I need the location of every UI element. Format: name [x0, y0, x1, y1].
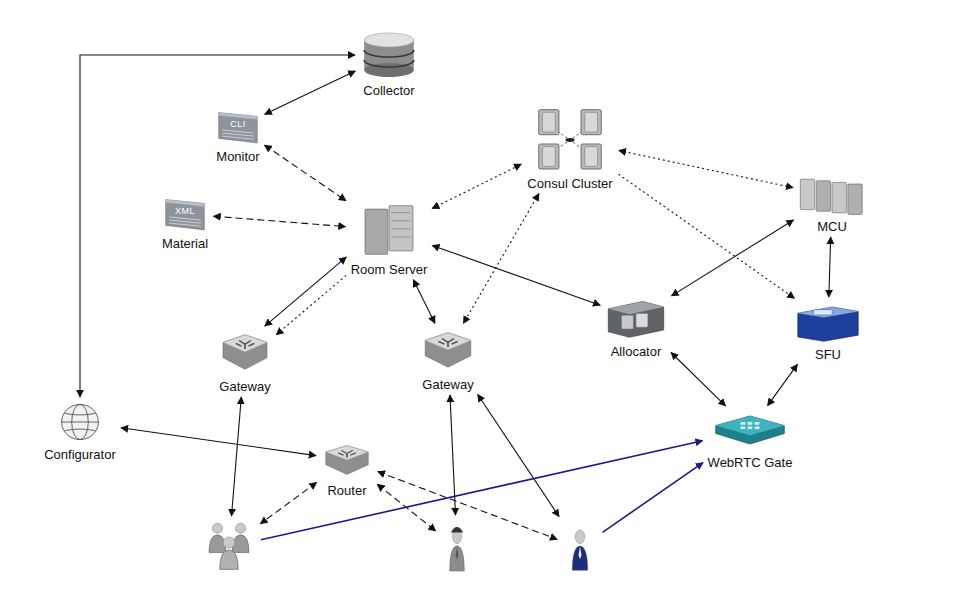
police-icon: [438, 518, 476, 578]
connector: [413, 280, 435, 324]
component-node: MCU: [796, 176, 868, 234]
component-icon: [560, 519, 600, 577]
gate-icon: [711, 408, 789, 452]
component-icon: [792, 300, 864, 344]
component-icon: [603, 295, 669, 341]
globe-icon: [57, 400, 103, 444]
connector: [80, 55, 355, 397]
component-icon: [216, 328, 274, 376]
component-node: [200, 519, 258, 575]
component-node: [560, 519, 600, 577]
component-node: Allocator: [603, 295, 669, 359]
icon-caption: XML: [163, 206, 207, 216]
connector: [121, 428, 316, 456]
node-label: Configurator: [42, 447, 118, 462]
node-label: Gateway: [216, 379, 274, 394]
component-icon: [438, 518, 476, 578]
connector: [478, 395, 559, 517]
connector: [432, 245, 600, 305]
component-icon: [359, 201, 419, 259]
connector: [619, 151, 793, 188]
cluster-icon: [524, 107, 616, 173]
component-node: Gateway: [418, 326, 478, 392]
component-node: Configurator: [42, 400, 118, 462]
connector: [214, 216, 346, 226]
connector: [619, 174, 795, 298]
switch-icon: [418, 326, 478, 374]
connector: [265, 257, 346, 326]
connector: [265, 71, 356, 114]
node-label: WebRTC Gate: [706, 455, 795, 470]
node-label: MCU: [796, 219, 868, 234]
connector: [672, 220, 794, 296]
component-icon: [319, 440, 375, 480]
connector: [232, 397, 242, 516]
connector: [603, 463, 704, 533]
component-node: CLI Monitor: [214, 108, 262, 164]
node-label: Material: [160, 236, 211, 251]
component-node: Router: [319, 440, 375, 498]
node-label: Monitor: [214, 149, 262, 164]
biz-icon: [560, 519, 600, 577]
switch-icon: [216, 328, 274, 376]
node-label: Allocator: [603, 344, 669, 359]
component-node: WebRTC Gate: [706, 408, 795, 470]
component-icon: [57, 400, 103, 444]
connector: [671, 353, 725, 406]
connector: [829, 237, 831, 297]
component-node: Consul Cluster: [524, 107, 616, 191]
component-node: XML Material: [160, 195, 211, 251]
group-icon: [200, 519, 258, 575]
component-node: [438, 518, 476, 578]
component-node: SFU: [792, 300, 864, 362]
connector: [768, 364, 798, 405]
component-icon: CLI: [216, 108, 260, 146]
connector: [260, 482, 316, 523]
connector: [432, 164, 521, 208]
sfu-icon: [792, 300, 864, 344]
connector: [265, 145, 347, 201]
component-node: Collector: [358, 30, 420, 98]
component-icon: [711, 408, 789, 452]
node-label: Gateway: [418, 377, 478, 392]
component-node: Room Server: [349, 201, 430, 277]
component-icon: [200, 519, 258, 575]
node-label: Consul Cluster: [524, 176, 616, 191]
component-icon: [358, 30, 420, 80]
component-node: Gateway: [216, 328, 274, 394]
component-icon: [796, 176, 868, 216]
node-label: SFU: [792, 347, 864, 362]
switch-icon: [319, 440, 375, 480]
db-icon: [358, 30, 420, 80]
connector: [261, 441, 703, 540]
node-label: Router: [319, 483, 375, 498]
connector: [378, 472, 557, 540]
alloc-icon: [603, 295, 669, 341]
component-icon: XML: [163, 195, 207, 233]
node-label: Collector: [358, 83, 420, 98]
node-label: Room Server: [349, 262, 430, 277]
component-icon: [418, 326, 478, 374]
connector: [463, 194, 539, 324]
connector: [276, 275, 346, 334]
server-icon: [359, 201, 419, 259]
icon-caption: CLI: [216, 119, 260, 129]
component-icon: [524, 107, 616, 173]
mcu-icon: [796, 176, 868, 216]
